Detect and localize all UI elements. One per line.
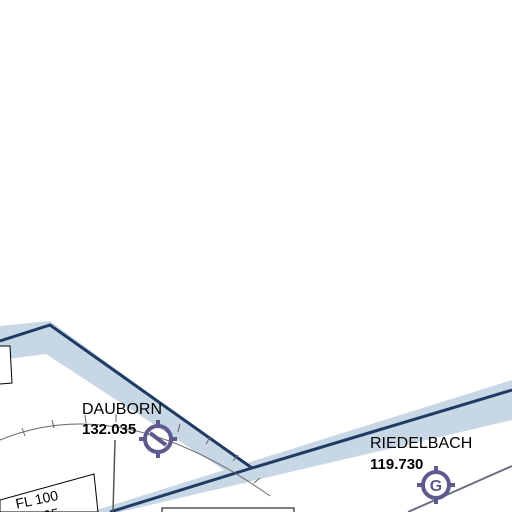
range-ring-arc (0, 423, 271, 497)
airspace-border-right (109, 388, 512, 512)
info-box-left-fragment (0, 345, 13, 385)
range-ring (0, 414, 271, 497)
airspace-band (0, 321, 512, 512)
airspace-band-left (0, 321, 252, 484)
dauborn-leader-line (112, 439, 116, 512)
airspace-band-right (90, 380, 512, 512)
airfield-letter: G (430, 478, 442, 495)
airfield-name-riedelbach: RIEDELBACH (370, 435, 473, 452)
airfield-g-icon: G (417, 466, 455, 504)
range-ring-ticks (21, 414, 261, 484)
flight-level-box (0, 473, 99, 512)
airfield-frequency-riedelbach: 119.730 (370, 456, 424, 473)
airfield-name-dauborn: DAUBORN (82, 401, 163, 418)
airfield-no-letter-icon (139, 420, 177, 458)
boundary-line (407, 465, 512, 512)
airfield-frequency-dauborn: 132.035 (82, 421, 137, 438)
airspace-border (0, 323, 512, 512)
airspace-border-left (0, 323, 253, 470)
info-box-bottom-fragment (161, 507, 295, 512)
